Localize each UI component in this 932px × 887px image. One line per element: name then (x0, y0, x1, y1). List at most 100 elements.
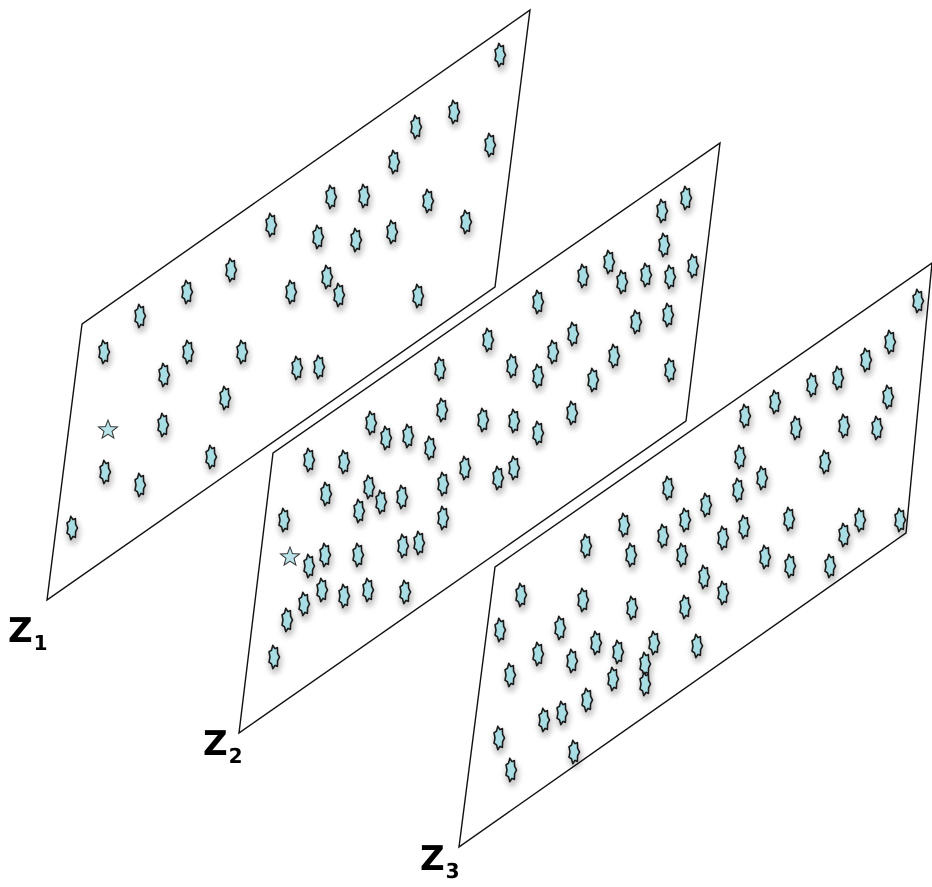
particle-icon (769, 389, 783, 419)
particle-icon (412, 283, 426, 313)
particle-icon (508, 408, 522, 438)
particle-icon (504, 662, 518, 692)
particle-icon (838, 522, 852, 552)
particle-icon (738, 514, 752, 544)
particle-icon (756, 465, 770, 495)
particle-icon (493, 725, 507, 755)
particle-icon (532, 420, 546, 450)
layer-labels: Z1 Z2 Z3 (8, 611, 460, 883)
particle-icon (158, 362, 172, 392)
particle-icon (700, 492, 714, 522)
particle-icon (581, 687, 595, 717)
particle-icon (410, 114, 424, 144)
particle-icon (648, 630, 662, 660)
particle-icon (333, 282, 347, 312)
particle-icon (338, 449, 352, 479)
particle-icon (676, 542, 690, 572)
particle-icon (640, 262, 654, 292)
particle-icon (448, 99, 462, 129)
particle-icon (320, 481, 334, 511)
particle-icon (547, 339, 561, 369)
particle-icon (365, 410, 379, 440)
particle-icon (205, 444, 219, 474)
particle-icon (236, 339, 250, 369)
particle-icon (717, 525, 731, 555)
particle-icon (639, 671, 653, 701)
particle-icon (734, 444, 748, 474)
particle-icon (321, 264, 335, 294)
layer-label-z2: Z2 (203, 724, 243, 768)
particle-icon (567, 321, 581, 351)
particle-icon (316, 577, 330, 607)
particle-icon (616, 269, 630, 299)
particle-icon (298, 591, 312, 621)
particle-icon (894, 507, 908, 537)
particle-icon (515, 582, 529, 612)
particle-icon (871, 415, 885, 445)
particle-icon (691, 633, 705, 663)
particle-icon (679, 507, 693, 537)
particle-icon (363, 474, 377, 504)
particle-icon (587, 367, 601, 397)
particle-icon (819, 449, 833, 479)
particle-icon (566, 648, 580, 678)
particle-icon (664, 264, 678, 294)
particle-icon (625, 542, 639, 572)
particle-icon (225, 257, 239, 287)
particle-icon (532, 363, 546, 393)
particle-icon (626, 595, 640, 625)
particle-icon (679, 594, 693, 624)
particle-icon (607, 666, 621, 696)
particle-icon (422, 188, 436, 218)
particle-icon (680, 185, 694, 215)
particle-icon (413, 530, 427, 560)
particle-icon (353, 498, 367, 528)
particle-icon (790, 415, 804, 445)
particle-icon (832, 365, 846, 395)
particle-icon (375, 489, 389, 519)
particle-icon (434, 356, 448, 386)
particle-icon (554, 615, 568, 645)
particle-icon (656, 198, 670, 228)
particle-icon (424, 435, 438, 465)
particle-icon (838, 413, 852, 443)
particle-icon (717, 580, 731, 610)
particle-icon (66, 515, 80, 545)
particle-icon (824, 553, 838, 583)
particle-icon (580, 533, 594, 563)
particle-icon (556, 700, 570, 730)
particle-icon (134, 303, 148, 333)
particle-icon (739, 403, 753, 433)
particle-icon (362, 577, 376, 607)
planes-group (46, 8, 932, 849)
particle-icon (303, 553, 317, 583)
particle-icon (268, 644, 282, 674)
particle-icon (657, 523, 671, 553)
particle-icon (577, 263, 591, 293)
particle-icon (396, 484, 410, 514)
particle-icon (538, 707, 552, 737)
particle-icon (759, 544, 773, 574)
particle-icon (662, 302, 676, 332)
particle-icon (99, 459, 113, 489)
particle-icon (98, 339, 112, 369)
particle-icon (484, 132, 498, 162)
particle-icon (219, 385, 233, 415)
particle-icon (182, 339, 196, 369)
particle-icon (618, 512, 632, 542)
particle-icon (664, 357, 678, 387)
layer-label-z3: Z3 (420, 839, 460, 883)
particle-icon (319, 542, 333, 572)
particle-icon (884, 329, 898, 359)
particle-icon (784, 553, 798, 583)
particle-icon (312, 224, 326, 254)
layer-z3 (458, 262, 932, 849)
layer-label-z1: Z1 (8, 611, 48, 655)
particle-icon (291, 355, 305, 385)
particle-icon (181, 279, 195, 309)
particle-icon (912, 288, 926, 318)
particle-icon (338, 583, 352, 613)
particle-icon (608, 343, 622, 373)
particle-icon (352, 542, 366, 572)
